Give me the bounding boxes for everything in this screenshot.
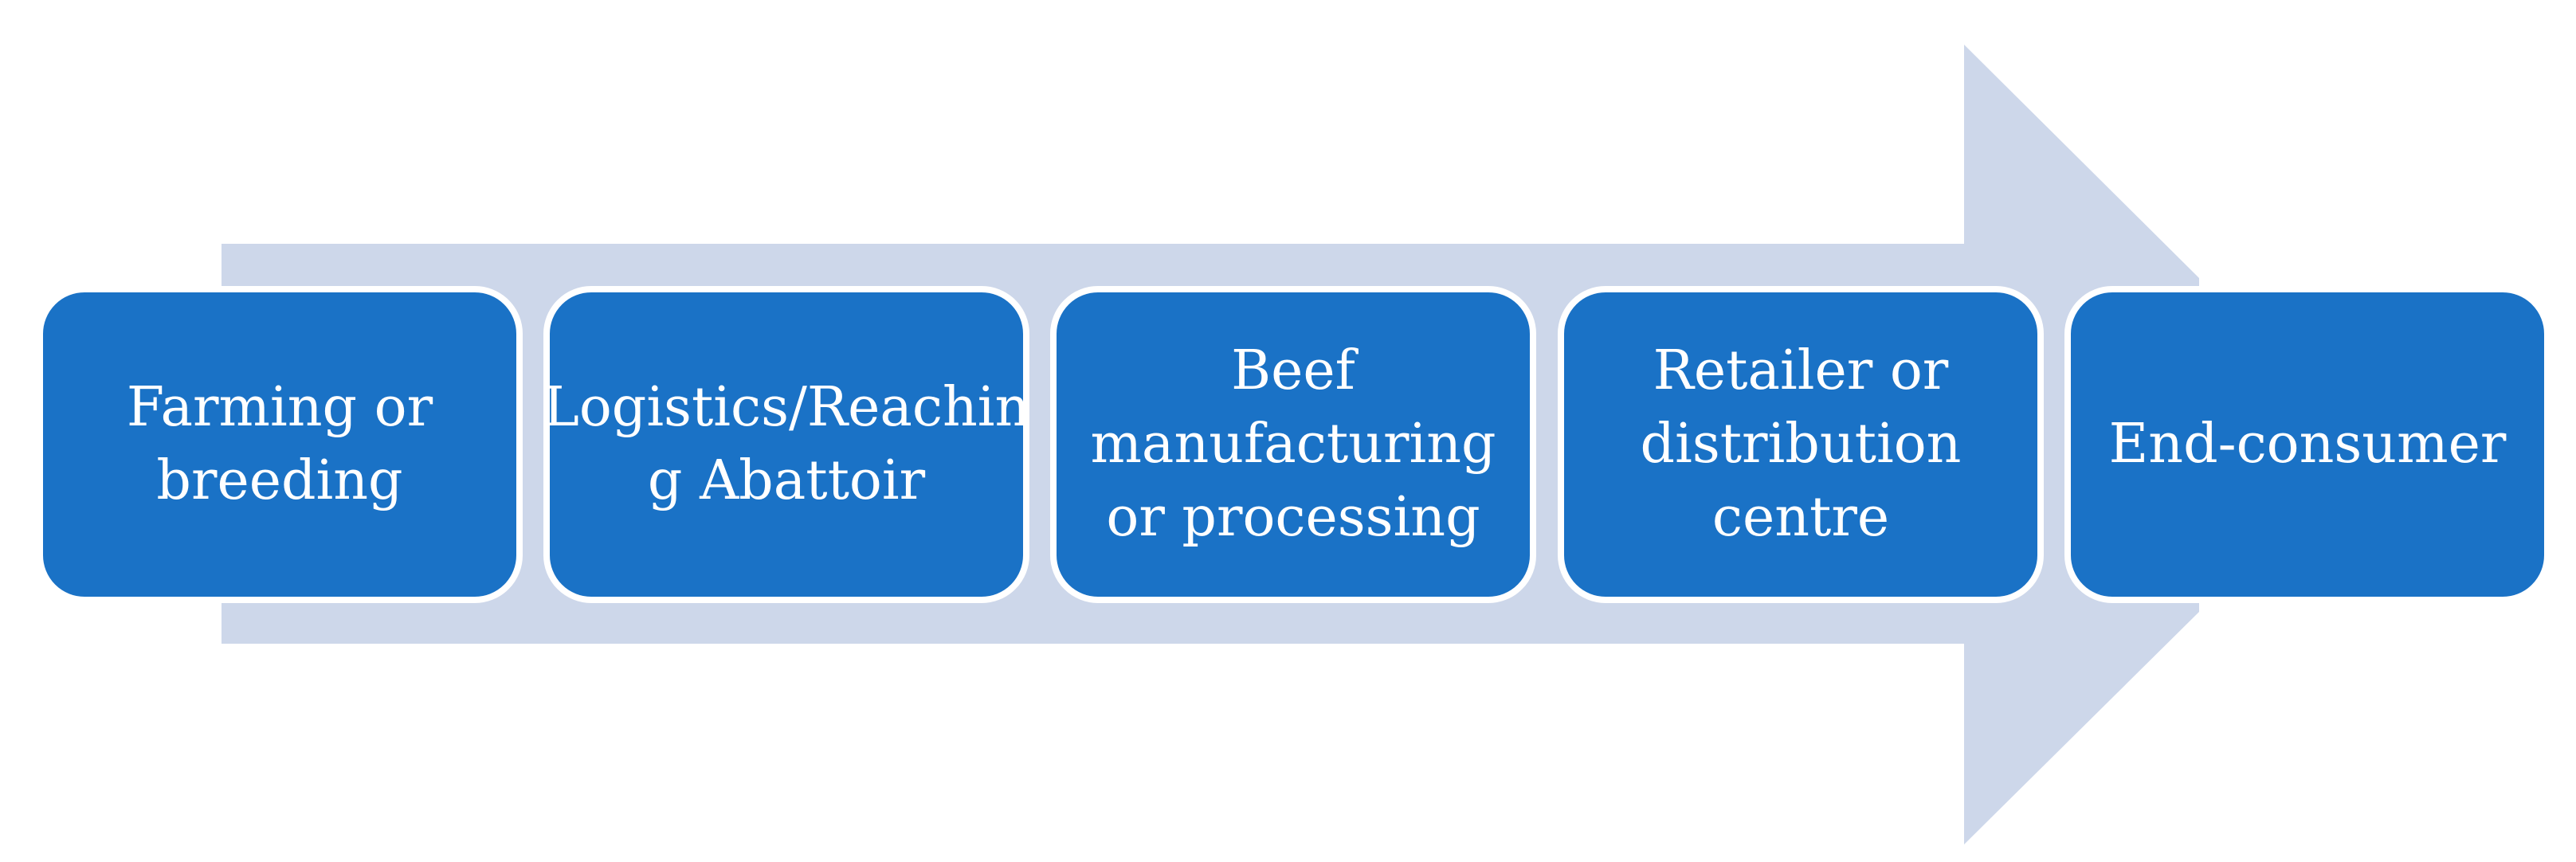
stage-box-logistics: Logistics/Reachin g Abattoir <box>543 286 1029 603</box>
stage-label-end-consumer: End-consumer <box>2108 413 2507 476</box>
stage-label-logistics: Logistics/Reachin g Abattoir <box>543 376 1030 512</box>
stage-label-farming: Farming or breeding <box>126 376 433 512</box>
stage-box-farming: Farming or breeding <box>37 286 523 603</box>
stage-box-manufacturing: Beef manufacturing or processing <box>1050 286 1536 603</box>
stage-label-retailer: Retailer or distribution centre <box>1640 339 1962 549</box>
stage-box-retailer: Retailer or distribution centre <box>1558 286 2044 603</box>
stage-label-manufacturing: Beef manufacturing or processing <box>1090 339 1496 549</box>
stage-box-end-consumer: End-consumer <box>2064 286 2551 603</box>
